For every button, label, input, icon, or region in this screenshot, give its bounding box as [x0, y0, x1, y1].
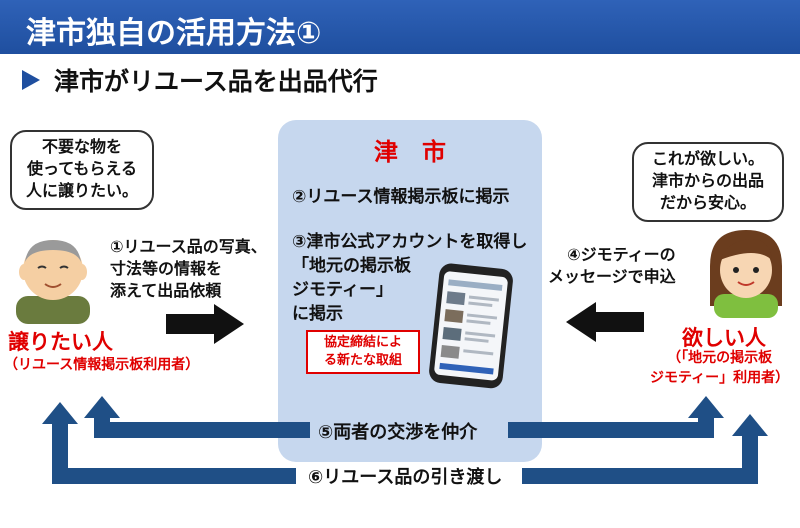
right-speech-bubble: これが欲しい。 津市からの出品 だから安心。 [632, 142, 784, 222]
step6-label: ⑥リユース品の引き渡し [308, 467, 503, 488]
woman-icon [710, 230, 782, 318]
step1-label: ①リユース品の写真、 寸法等の情報を 添えて出品依頼 [110, 237, 267, 300]
flow6-right-vertical [742, 432, 758, 484]
triangle-bullet-icon [22, 70, 40, 90]
step2-label: ②リユース情報掲示板に掲示 [292, 187, 510, 207]
receiver-label: 欲しい人 [682, 326, 766, 350]
flow6-up-arrow-right-icon [732, 414, 768, 436]
flow6-right-horizontal [522, 468, 758, 484]
title-bar [0, 0, 800, 54]
step3-label: ③津市公式アカウントを取得し 「地元の掲示板 ジモティー」 に掲示 [292, 232, 528, 324]
giver-sublabel: （リユース情報掲示板利用者） [4, 357, 200, 373]
flow6-up-arrow-icon [42, 402, 78, 424]
flow5-right-vertical [698, 414, 714, 438]
smartphone-icon [429, 263, 513, 389]
flow6-left-horizontal [52, 468, 296, 484]
elderly-man-icon [16, 240, 90, 324]
left-arrow-icon [566, 302, 644, 342]
step5-label: ⑤両者の交渉を仲介 [318, 422, 478, 443]
page-title: 津市独自の活用方法① [26, 16, 322, 51]
giver-label: 譲りたい人 [8, 330, 113, 354]
center-title: 津 市 [374, 138, 446, 166]
agreement-badge: 協定締結によ る新たな取組 [306, 330, 420, 374]
flow5-right-horizontal [508, 422, 714, 438]
flow5-up-arrow-icon [84, 396, 120, 418]
left-speech-bubble: 不要な物を 使ってもらえる 人に譲りたい。 [10, 130, 154, 210]
receiver-sublabel: （「地元の掲示板 ジモティー」利用者） [650, 350, 790, 386]
step4-label: ④ジモティーの メッセージで申込 [548, 245, 676, 286]
flow5-left-horizontal [94, 422, 310, 438]
flow5-up-arrow-right-icon [688, 396, 724, 418]
subtitle: 津市がリユース品を出品代行 [54, 67, 378, 96]
right-arrow-icon [166, 304, 244, 344]
